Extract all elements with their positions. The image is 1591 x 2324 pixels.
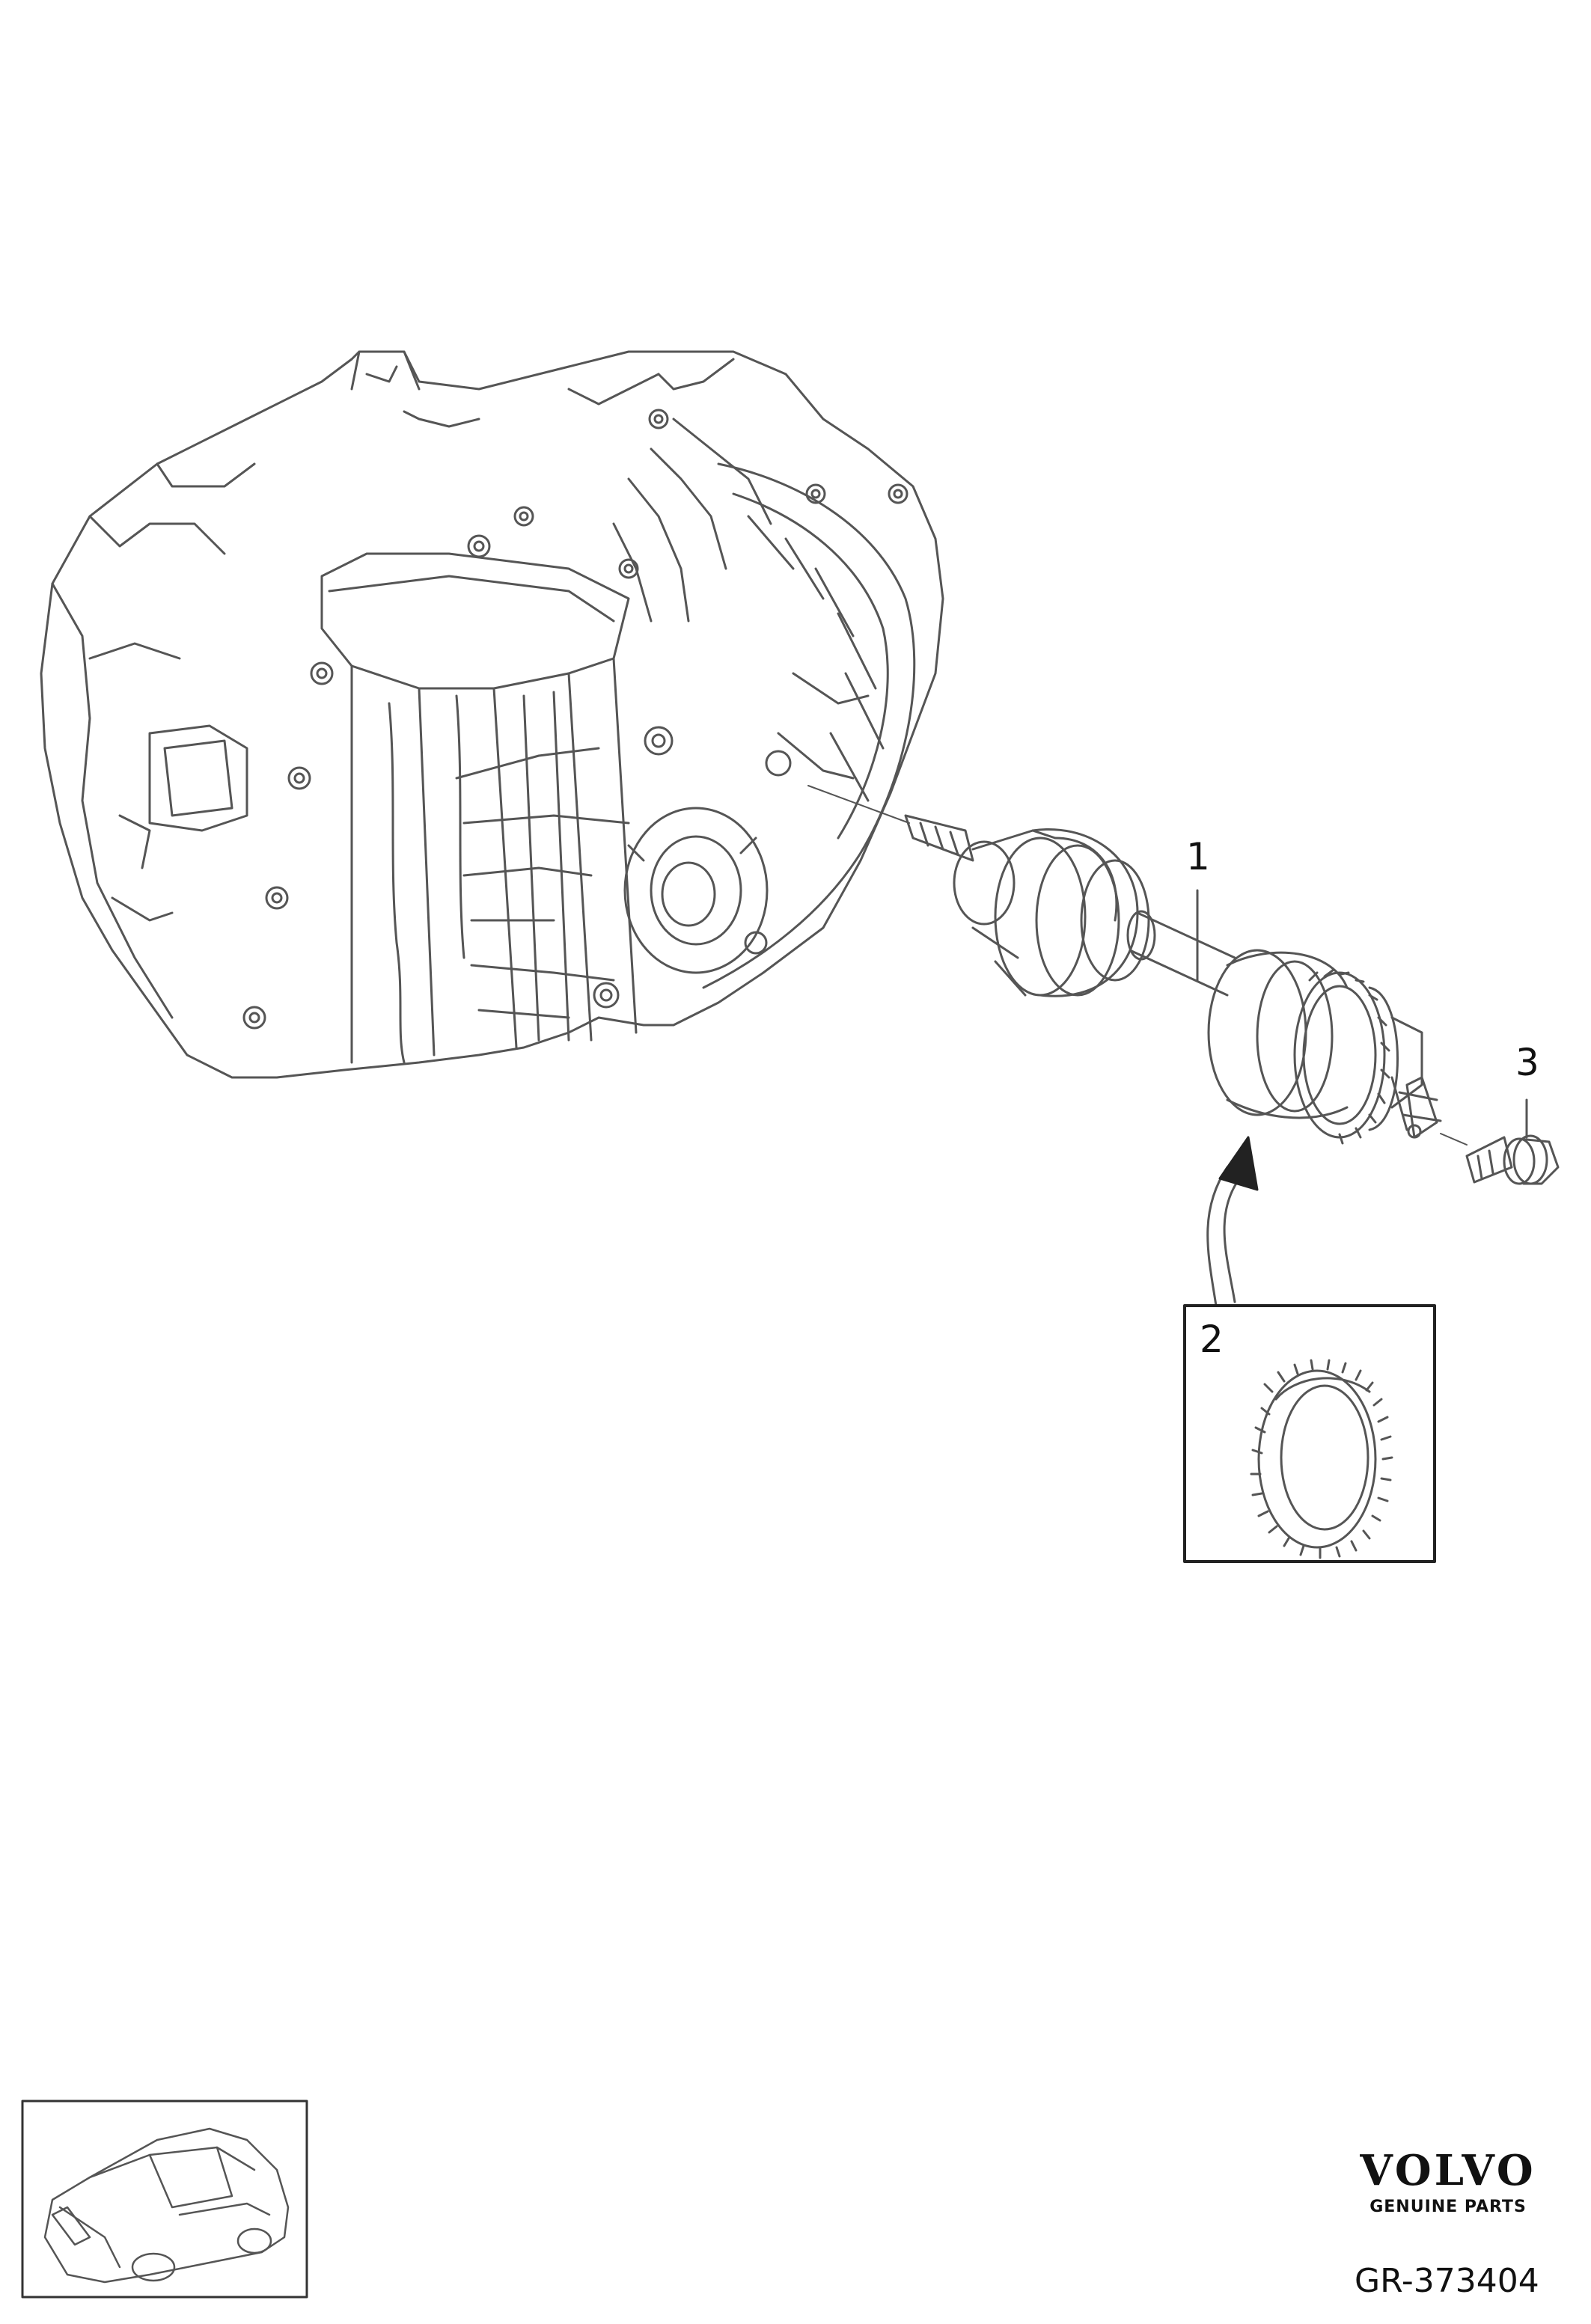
callout-1: 1	[1186, 835, 1210, 878]
vehicle-thumbnail-icon	[43, 2127, 290, 2284]
vehicle-thumbnail-frame	[21, 2100, 308, 2299]
brand-logo: VOLVO	[1360, 2146, 1536, 2195]
brand-tagline: GENUINE PARTS	[1369, 2198, 1527, 2216]
detail-arrow	[1206, 1136, 1259, 1307]
diagram-reference: GR-373404	[1355, 2262, 1539, 2300]
drive-shaft	[904, 814, 1442, 1145]
callout-2: 2	[1200, 1318, 1224, 1361]
transmission-housing	[40, 350, 944, 1079]
axis-leader-line	[807, 785, 910, 824]
detail-box	[1183, 1304, 1436, 1563]
callout-3: 3	[1515, 1041, 1539, 1084]
axis-leader-line-2	[1440, 1133, 1468, 1146]
brand-block: VOLVO GENUINE PARTS	[1355, 2150, 1542, 2216]
abs-sensor-ring	[1250, 1359, 1393, 1559]
flange-bolt	[1465, 1134, 1560, 1185]
